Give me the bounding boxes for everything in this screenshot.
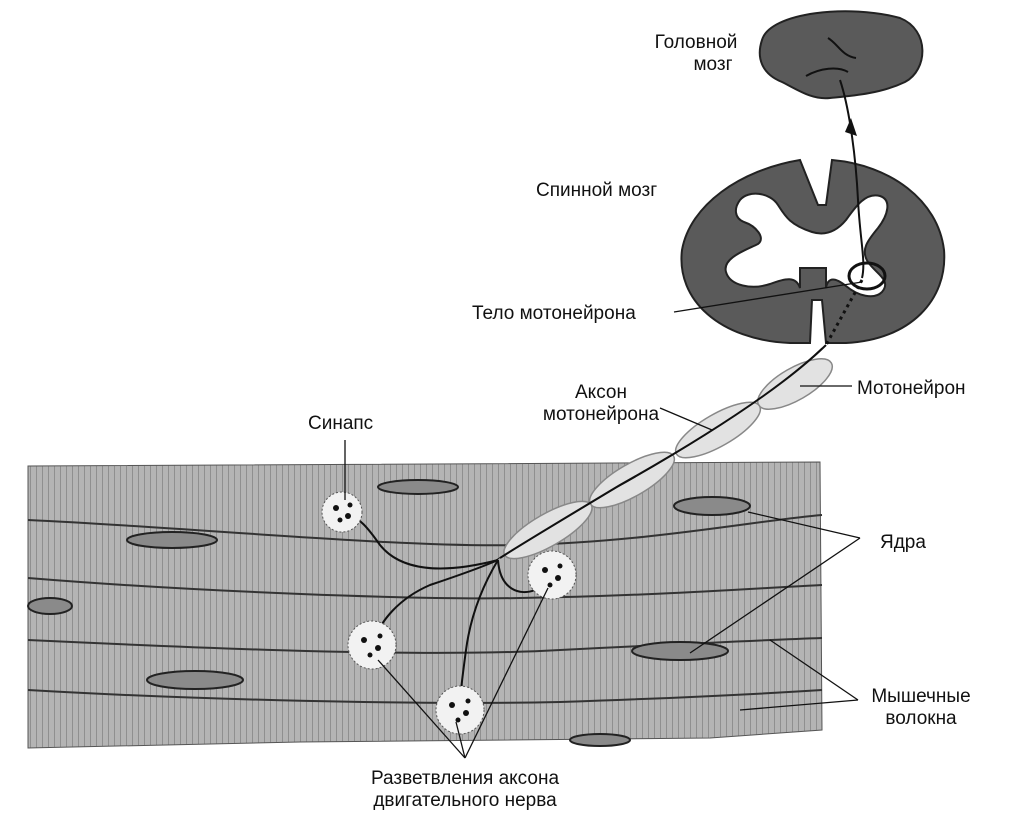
brain-label: Головной мозг xyxy=(640,32,752,76)
leader-lines xyxy=(344,281,863,759)
spinal-cord-label: Спинной мозг xyxy=(536,180,658,201)
leader-fiber-1 xyxy=(769,639,859,701)
leader-motoneuron-body xyxy=(673,281,863,313)
fiber-boundary xyxy=(27,577,823,600)
nucleus xyxy=(569,733,631,747)
motoneuron-label: Мотонейрон xyxy=(857,378,966,399)
branches-label-line-2: двигательного нерва xyxy=(373,790,557,811)
nucleus xyxy=(631,641,729,661)
motoneuron-exit xyxy=(824,279,864,346)
motoneuron-body-label: Тело мотонейрона xyxy=(472,303,636,324)
leader-branch-1 xyxy=(377,659,466,759)
synapse-plate xyxy=(435,685,485,735)
branches-label-line-1: Разветвления аксона xyxy=(370,768,560,789)
leader-nucleus-2 xyxy=(689,537,861,654)
leader-nucleus-1 xyxy=(747,511,861,539)
nucleus xyxy=(126,531,218,549)
branches-label: Разветвления аксона двигательного нерва xyxy=(345,768,585,812)
muscle-fibers-label: Мышечные волокна xyxy=(866,686,976,730)
nucleus xyxy=(146,670,244,690)
axon-label-line-2: мотонейрона xyxy=(542,404,660,425)
leader-axon xyxy=(659,407,713,431)
leader-fiber-2 xyxy=(739,699,859,711)
leader-branch-3 xyxy=(464,587,549,759)
motoneuron-body xyxy=(847,261,887,291)
brain-shape xyxy=(758,10,924,100)
brain-label-line-1: Головной xyxy=(654,32,738,53)
spinal-cord-shape xyxy=(680,158,946,344)
descending-tract xyxy=(839,79,865,279)
synapse-plate xyxy=(321,491,363,533)
muscle-fibers-label-line-2: волокна xyxy=(885,708,957,729)
myelinated-axon xyxy=(495,344,833,561)
muscle-fibers-label-line-1: Мышечные xyxy=(871,686,971,707)
nuclei-label: Ядра xyxy=(880,532,926,553)
nucleus xyxy=(27,597,73,615)
fiber-boundary xyxy=(27,689,823,704)
synapse-plate xyxy=(527,550,577,600)
leader-branch-2 xyxy=(455,721,466,759)
fiber-boundary xyxy=(27,514,823,547)
arrow-head xyxy=(845,118,857,136)
axon-label-line-1: Аксон xyxy=(575,382,627,403)
synapse-label: Синапс xyxy=(308,413,374,434)
muscle-fibers-block xyxy=(27,461,823,749)
synapse-plate xyxy=(347,620,397,670)
nucleus xyxy=(377,479,459,495)
fiber-boundary xyxy=(27,637,823,654)
axon-label: Аксон мотонейрона xyxy=(536,382,666,426)
nucleus xyxy=(673,496,751,516)
brain-label-line-2: мозг xyxy=(693,54,733,75)
